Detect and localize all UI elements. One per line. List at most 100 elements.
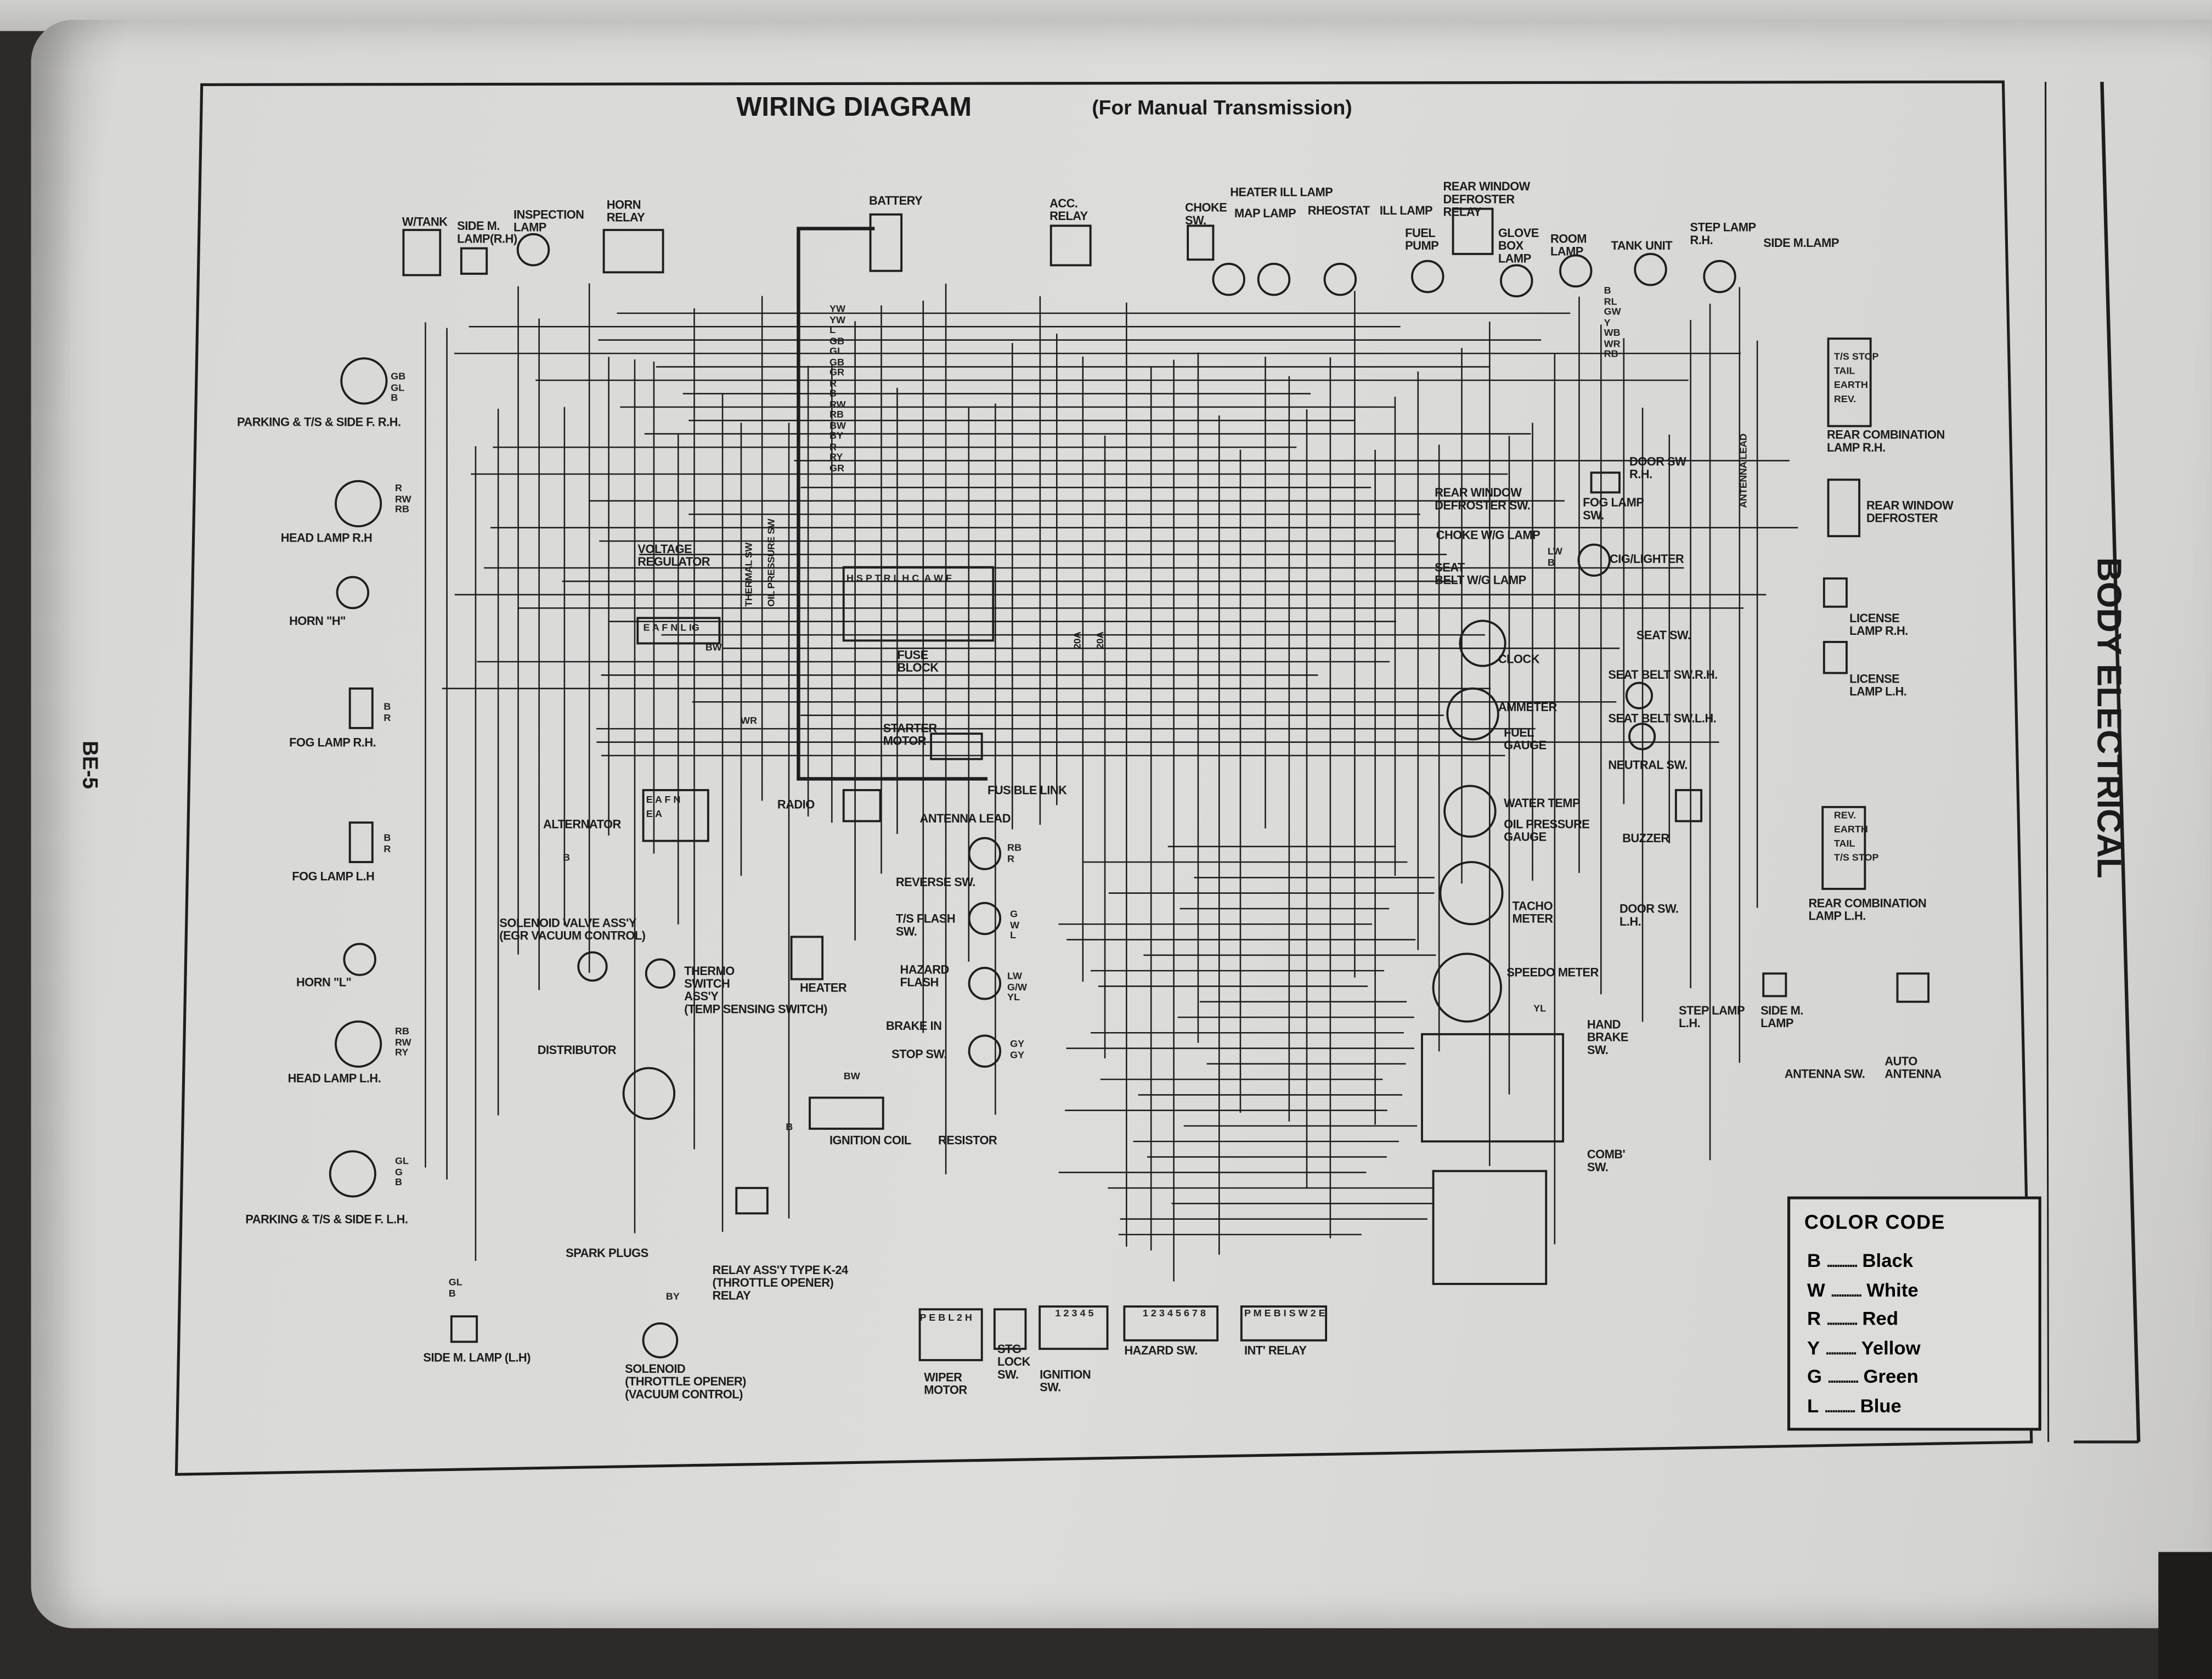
component-symbol-box xyxy=(1821,805,1866,890)
terminal-labels-fuse-block-terminals: H S P T R L H C A W F xyxy=(846,574,952,584)
component-symbol-box xyxy=(348,687,374,729)
component-label-resistor: RESISTOR xyxy=(938,1133,997,1147)
legend-color-name: Yellow xyxy=(1861,1337,1921,1358)
legend-code: R xyxy=(1807,1308,1821,1329)
legend-entry: R............Red xyxy=(1807,1308,1898,1329)
component-symbol-circle xyxy=(1634,252,1667,286)
component-label-ts-flash-sw: T/S FLASH SW. xyxy=(895,911,956,938)
component-symbol-circle xyxy=(1625,681,1654,709)
component-label-heater: HEATER xyxy=(799,981,847,995)
component-symbol-box xyxy=(809,1096,884,1130)
component-symbol-circle xyxy=(577,951,608,982)
component-label-parking-lh: PARKING & T/S & SIDE F. L.H. xyxy=(245,1212,408,1226)
component-symbol-box xyxy=(1187,224,1215,261)
component-symbol-circle xyxy=(335,1020,382,1068)
component-label-step-lamp-lh: STEP LAMP L.H. xyxy=(1678,1003,1745,1030)
legend-code: W xyxy=(1807,1278,1825,1300)
legend-code: B xyxy=(1807,1250,1821,1271)
wire-code-room-lamp: B RL GW Y WB WR RB xyxy=(1604,286,1621,360)
legend-code: Y xyxy=(1807,1337,1820,1358)
component-label-thermal-sw: THERMAL SW xyxy=(744,543,755,607)
wire-code-alt-b: B xyxy=(562,853,571,864)
component-label-rear-window-defroster-relay: REAR WINDOW DEFROSTER RELAY xyxy=(1443,179,1531,219)
legend-entry: W............White xyxy=(1807,1279,1918,1300)
component-label-antenna-sw: ANTENNA SW. xyxy=(1784,1066,1865,1081)
component-label-solenoid-throttle: SOLENOID (THROTTLE OPENER) (VACUUM CONTR… xyxy=(625,1361,746,1401)
legend-title: COLOR CODE xyxy=(1804,1210,1945,1233)
diagram-border xyxy=(174,80,2033,1476)
component-label-room-lamp: ROOM LAMP xyxy=(1550,231,1587,258)
component-symbol-box xyxy=(918,1308,983,1361)
wire-code-battery-bus: YW YW L GB GL GB GR R B RW RB BW BY R RY… xyxy=(829,305,846,474)
component-label-inspection-lamp: INSPECTION LAMP xyxy=(513,207,584,234)
legend-dots: ............ xyxy=(1825,1342,1857,1358)
wire-code-ignition-coil-b: B xyxy=(786,1123,793,1133)
legend-color-name: Black xyxy=(1862,1250,1914,1271)
component-label-fog-lamp-rh: FOG LAMP R.H. xyxy=(289,735,376,750)
page-rule-thin xyxy=(2044,82,2050,1442)
component-label-oil-pressure-sw: OIL PRESSURE SW xyxy=(767,519,777,607)
component-symbol-circle xyxy=(968,902,1002,936)
wire-code-parking-rh: GB GL B xyxy=(391,372,406,404)
component-symbol-box xyxy=(993,1308,1027,1350)
component-symbol-circle xyxy=(1443,785,1497,838)
legend-code: G xyxy=(1807,1366,1822,1387)
terminal-labels-ignition-sw-terminals: 1 2 3 4 5 xyxy=(1055,1309,1094,1320)
component-label-rheostat: RHEOSTAT xyxy=(1307,203,1370,217)
component-label-int-relay: INT' RELAY xyxy=(1244,1343,1307,1357)
component-label-parking-rh: PARKING & T/S & SIDE F. R.H. xyxy=(236,414,401,429)
component-label-head-lamp-rh: HEAD LAMP R.H xyxy=(280,530,373,545)
terminal-labels-rear-comb-rh: T/S STOP TAIL EARTH REV. xyxy=(1833,352,1879,405)
component-label-fuse-20a-1: 20A xyxy=(1073,632,1084,649)
component-label-fuse-20a-2: 20A xyxy=(1096,632,1106,649)
legend-entry: B............Black xyxy=(1807,1250,1913,1271)
component-label-water-temp: WATER TEMP xyxy=(1504,796,1581,810)
component-label-seat-belt-sw-rh: SEAT BELT SW.R.H. xyxy=(1608,667,1718,681)
component-label-stop-sw: STOP SW. xyxy=(891,1046,947,1061)
component-symbol-circle xyxy=(335,480,382,528)
legend-dots: ............ xyxy=(1826,1313,1858,1329)
wire-code-hazard-flash: LW G/W YL xyxy=(1007,972,1027,1004)
component-label-horn-h: HORN "H" xyxy=(289,613,346,628)
component-symbol-box xyxy=(348,821,374,864)
component-label-voltage-regulator: VOLTAGE REGULATOR xyxy=(637,542,710,569)
component-symbol-box xyxy=(790,936,824,981)
component-label-auto-antenna: AUTO ANTENNA xyxy=(1884,1053,1942,1081)
component-symbol-box xyxy=(842,566,995,642)
component-label-seat-sw: SEAT SW. xyxy=(1636,628,1691,642)
wire-code-head-lamp-lh: RB RW RY xyxy=(394,1027,411,1058)
wire-code-parking-lh: GL G B xyxy=(394,1157,409,1188)
component-label-side-m-lamp-top-right: SIDE M.LAMP xyxy=(1763,235,1839,250)
component-symbol-box xyxy=(1674,789,1703,822)
component-symbol-box xyxy=(1827,337,1872,427)
component-label-fuel-pump: FUEL PUMP xyxy=(1405,226,1439,253)
component-symbol-box xyxy=(1049,224,1092,267)
component-label-antenna-lead: ANTENNA LEAD xyxy=(919,811,1011,826)
wire-code-fog-lamp-rh: B R xyxy=(383,702,391,723)
wire-code-fog-lamp-lh: B R xyxy=(383,833,391,854)
component-label-spark-plugs: SPARK PLUGS xyxy=(566,1246,648,1260)
component-label-fuse-block: FUSE BLOCK xyxy=(897,647,939,675)
component-label-radio: RADIO xyxy=(777,797,815,812)
component-symbol-box xyxy=(642,789,709,842)
component-symbol-circle xyxy=(1459,619,1506,667)
wire-code-side-lamp-lh: GL B xyxy=(448,1278,462,1299)
component-label-alternator: ALTERNATOR xyxy=(543,816,621,831)
component-symbol-circle xyxy=(1446,687,1499,741)
terminal-labels-alternator-terminals: E A F N E A xyxy=(646,796,681,820)
legend-code: L xyxy=(1807,1394,1819,1416)
component-symbol-circle xyxy=(968,967,1002,1000)
legend-entry: Y............Yellow xyxy=(1807,1337,1921,1358)
component-label-choke-sw: CHOKE SW. xyxy=(1184,200,1227,227)
wire-code-ignition-coil-bw: BW xyxy=(843,1072,860,1083)
component-symbol-circle xyxy=(968,1034,1002,1068)
component-label-fusible-link: FUSIBLE LINK xyxy=(987,783,1067,797)
component-symbol-circle xyxy=(1432,953,1502,1023)
component-symbol-box xyxy=(450,1315,478,1343)
component-label-cig-lighter: CIG/LIGHTER xyxy=(1609,551,1684,566)
section-title: BODY ELECTRICAL xyxy=(2089,557,2128,878)
component-label-seat-belt-wg-lamp: SEAT BELT W/G LAMP xyxy=(1435,560,1526,587)
diagram-title: WIRING DIAGRAM xyxy=(736,93,972,123)
component-label-glove-box-lamp: GLOVE BOX LAMP xyxy=(1498,226,1539,266)
